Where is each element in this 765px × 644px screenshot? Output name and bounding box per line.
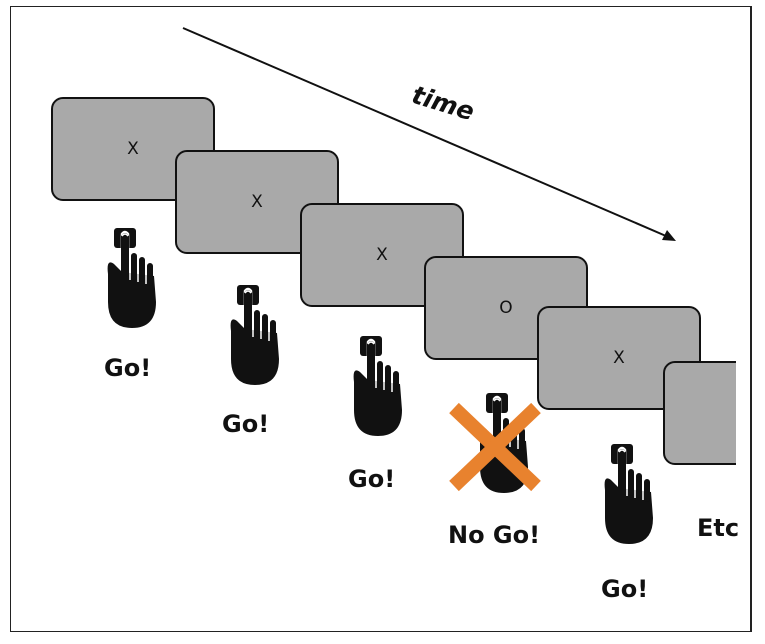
continuation-label: Etc: [697, 514, 740, 542]
stimulus-letter: X: [127, 139, 139, 159]
response-label-2: Go!: [222, 410, 270, 438]
pointing-hand-icon: [352, 336, 404, 438]
cross-out-icon: [449, 402, 541, 492]
response-label-4: No Go!: [448, 521, 541, 549]
stimulus-letter: X: [376, 245, 388, 265]
frame-right-edge: [750, 6, 752, 632]
response-label-1: Go!: [104, 354, 152, 382]
pointing-hand-icon: [603, 444, 655, 546]
stimulus-letter: O: [499, 298, 513, 318]
stimulus-letter: X: [613, 348, 625, 368]
response-label-3: Go!: [348, 465, 396, 493]
response-label-5: Go!: [601, 575, 649, 603]
stimulus-letter: X: [251, 192, 263, 212]
pointing-hand-icon: [106, 228, 158, 330]
pointing-hand-icon: [229, 285, 281, 387]
